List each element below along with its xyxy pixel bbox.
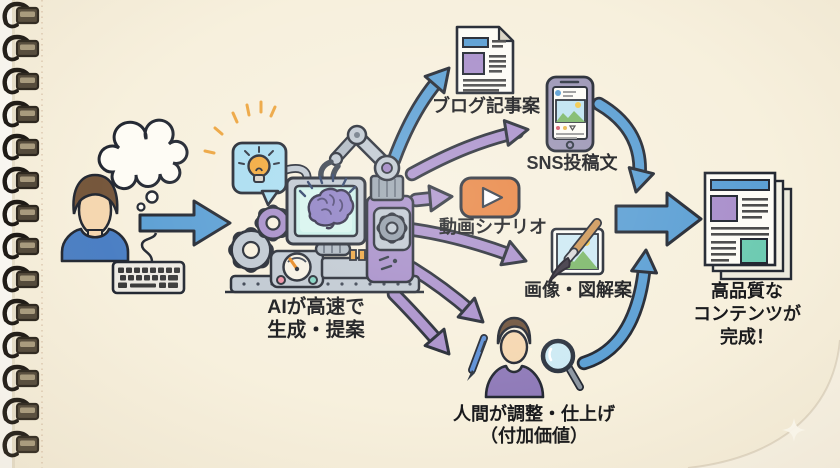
spiral-binding: [0, 0, 38, 468]
blog-label: ブログ記事案: [432, 95, 541, 116]
result-label-line2: コンテンツが: [693, 303, 801, 324]
smartphone-sns-icon: [545, 75, 595, 153]
hair: [72, 173, 119, 215]
machine-label-line2: 生成・提案: [267, 318, 365, 341]
result-label-line3: 完成！: [720, 326, 774, 347]
blog-document-icon: [455, 25, 515, 95]
thought-bubble-icon: [97, 118, 189, 190]
image-paintbrush-icon: [548, 218, 605, 283]
arrow-to-video: [408, 182, 455, 213]
arrow-to-blog: [386, 58, 460, 168]
hair: [496, 316, 532, 345]
idea-bubble-icon: [203, 100, 288, 207]
arrow-to-human-1: [404, 260, 493, 333]
user-illustration: [60, 118, 189, 295]
shirt: [484, 364, 545, 399]
monitor-brain-icon: [281, 163, 367, 246]
editor-avatar: [484, 316, 545, 399]
shirt: [60, 227, 130, 263]
gear-icon: [225, 224, 277, 276]
labels: AIが高速で 生成・提案 ブログ記事案 SNS投稿文 動画シナリオ 画像・図解案…: [267, 95, 801, 446]
human-label-line2: （付加価値）: [480, 425, 588, 446]
image-label: 画像・図解案: [524, 279, 633, 300]
result-arrow: [614, 191, 703, 247]
arrow-to-human-2: [386, 286, 460, 364]
sparks: [203, 100, 277, 155]
user-avatar: [60, 173, 130, 263]
magnifying-glass-icon: [540, 338, 584, 391]
human-label-line1: 人間が調整・仕上げ: [453, 403, 616, 424]
arrow-to-sns: [404, 115, 532, 182]
brain-icon: [307, 187, 355, 230]
editor-illustration: [467, 316, 584, 399]
finished-content-icon: [703, 171, 793, 281]
input-arrow: [138, 199, 232, 247]
keyboard-icon: [111, 232, 186, 295]
lightbulb-icon: [238, 146, 280, 183]
arrow-sns-to-result: [591, 96, 655, 197]
pen-icon: [467, 334, 488, 381]
gear-icon: [252, 202, 294, 244]
machine-body: [365, 194, 415, 284]
sns-label: SNS投稿文: [526, 152, 618, 173]
video-label: 動画シナリオ: [439, 216, 547, 237]
flow-arrows: [138, 58, 703, 371]
page-curl: [688, 340, 840, 468]
paintbrush-icon: [548, 218, 602, 283]
sparkle-icon: [782, 418, 806, 442]
ai-machine-illustration: [203, 100, 424, 294]
result-label-line1: 高品質な: [711, 280, 783, 301]
machine-label-line1: AIが高速で: [267, 295, 365, 318]
robot-arm-icon: [318, 124, 405, 202]
gauge-icon: [269, 249, 325, 289]
video-play-icon: [459, 176, 521, 219]
arrow-human-to-result: [576, 247, 660, 371]
